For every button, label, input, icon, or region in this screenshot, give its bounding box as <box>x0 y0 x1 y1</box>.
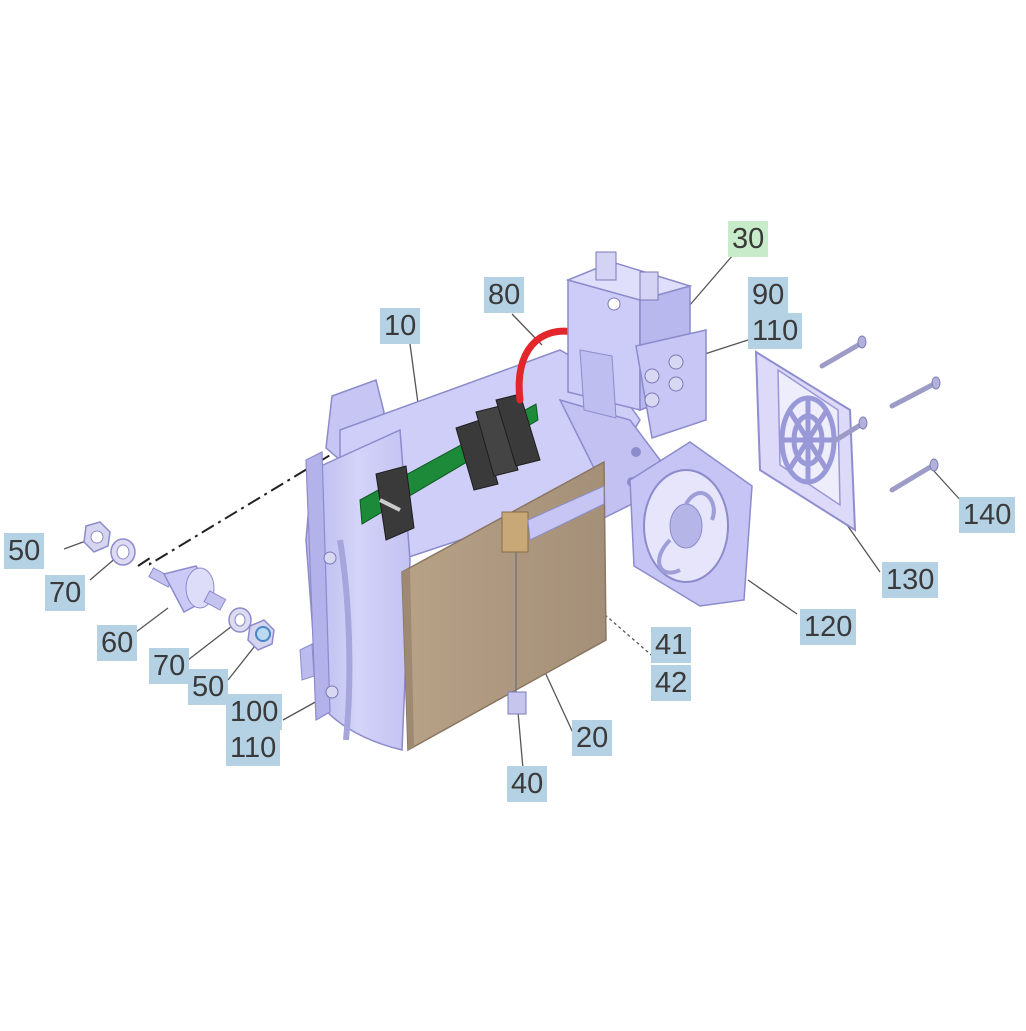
callout-50-right[interactable]: 50 <box>188 669 229 705</box>
callout-20[interactable]: 20 <box>572 720 613 756</box>
callout-80[interactable]: 80 <box>484 277 525 313</box>
callout-130[interactable]: 130 <box>882 562 939 598</box>
shaft-assembly <box>83 521 275 651</box>
fan-guard <box>754 350 857 532</box>
fan-120 <box>629 441 753 607</box>
pcb-board <box>359 393 541 541</box>
screws-140 <box>819 341 937 493</box>
callout-10[interactable]: 10 <box>380 308 421 344</box>
solenoid-valve <box>565 251 707 439</box>
callout-42[interactable]: 42 <box>651 665 692 701</box>
callout-70-left[interactable]: 70 <box>45 575 86 611</box>
tank <box>401 460 607 752</box>
callout-50-left[interactable]: 50 <box>4 533 45 569</box>
cable-80 <box>515 327 578 404</box>
callout-120[interactable]: 120 <box>800 609 857 645</box>
callout-110-bottom[interactable]: 110 <box>226 730 281 766</box>
callout-41[interactable]: 41 <box>651 627 692 663</box>
callout-100[interactable]: 100 <box>226 694 283 730</box>
callout-30[interactable]: 30 <box>728 221 769 257</box>
callout-90[interactable]: 90 <box>748 277 789 313</box>
callout-60[interactable]: 60 <box>97 625 138 661</box>
callout-140[interactable]: 140 <box>959 497 1016 533</box>
callout-110-top[interactable]: 110 <box>748 313 803 349</box>
callout-40[interactable]: 40 <box>507 766 548 802</box>
level-sensor <box>501 485 605 715</box>
callout-70-right[interactable]: 70 <box>149 648 190 684</box>
